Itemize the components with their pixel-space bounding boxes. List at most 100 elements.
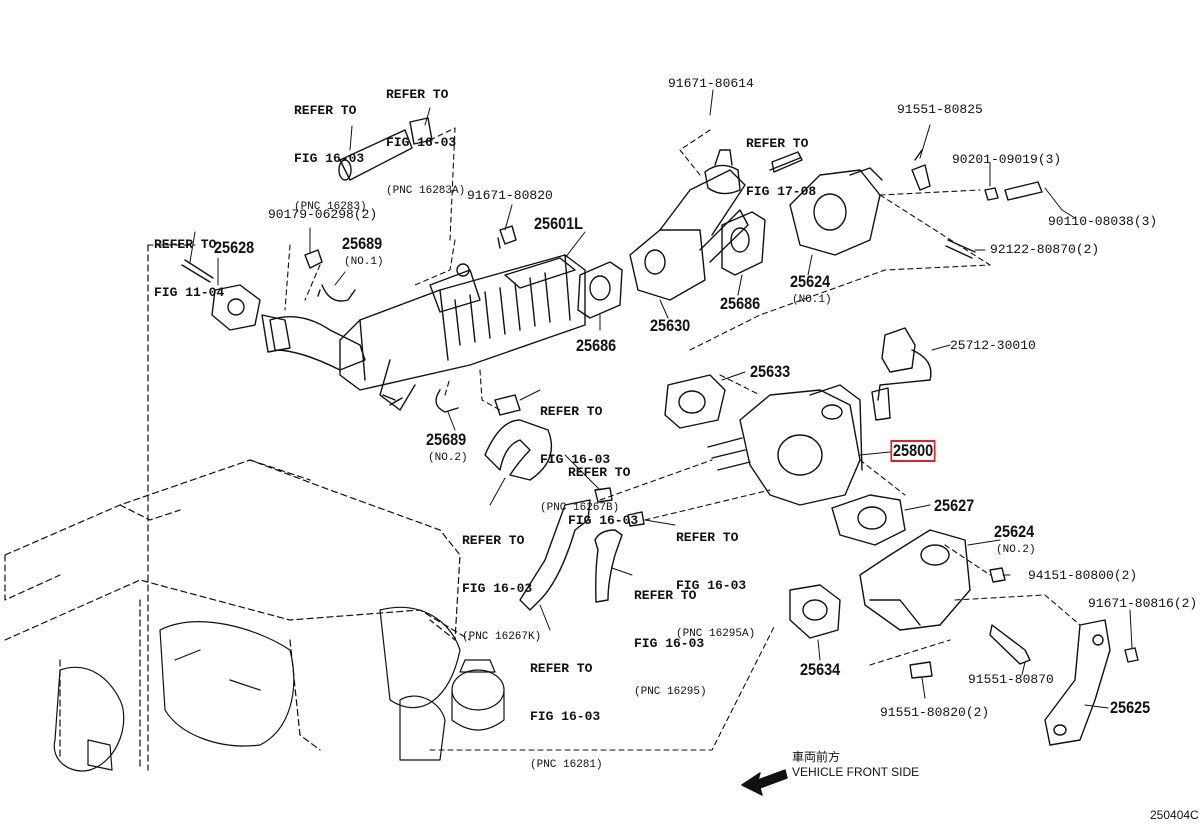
bolt-91671-80816 [1124, 647, 1139, 663]
gasket-25686-b [721, 211, 766, 276]
part-25624-no2-note: (NO.2) [996, 544, 1036, 556]
refer-fig-16-03-pnc-16295a[interactable]: REFER TO FIG 16-03 (PNC 16295A) [676, 498, 755, 658]
refer-line1: REFER TO [634, 588, 697, 603]
refer-fig-11-04[interactable]: REFER TO FIG 11-04 [154, 205, 224, 317]
bracket-25625 [1044, 619, 1111, 746]
part-25633[interactable]: 25633 [750, 362, 791, 381]
dashed-leaders [147, 127, 1081, 751]
refer-line2: FIG 17-08 [746, 184, 817, 199]
hose-17-08 [769, 151, 803, 173]
part-25624-no1[interactable]: 25624 [790, 272, 831, 291]
vehicle-front-en: VEHICLE FRONT SIDE [792, 765, 920, 779]
clamp-25689-1 [317, 284, 356, 302]
part-25625[interactable]: 25625 [1110, 698, 1151, 717]
refer-line1: REFER TO [746, 136, 809, 151]
refer-line2: FIG 16-03 [568, 513, 639, 528]
refer-line2: FIG 16-03 [540, 452, 611, 467]
part-25712-30010[interactable]: 25712-30010 [950, 338, 1036, 353]
egr-cooler [339, 254, 586, 411]
part-90179-06298[interactable]: 90179-06298(2) [268, 207, 378, 222]
refer-line2: FIG 16-03 [676, 578, 747, 593]
refer-line3: (PNC 16295) [634, 686, 707, 698]
refer-line1: REFER TO [676, 530, 739, 545]
egr-pipe-25624-no2 [859, 529, 971, 631]
part-25689-no2[interactable]: 25689 [426, 430, 467, 449]
refer-line1: REFER TO [386, 87, 449, 102]
part-25689-no2-note: (NO.2) [428, 452, 468, 464]
stud-92122 [945, 239, 976, 259]
gasket-25633 [664, 374, 726, 429]
part-25634[interactable]: 25634 [800, 660, 841, 679]
refer-line3: (PNC 16267K) [462, 631, 542, 643]
part-25686-a[interactable]: 25686 [576, 336, 617, 355]
hose-16283 [338, 117, 433, 181]
bolt-91551-80820 [909, 661, 933, 679]
refer-line2: FIG 16-03 [462, 581, 533, 596]
refer-line2: FIG 16-03 [530, 709, 601, 724]
part-25689-no1-note: (NO.1) [344, 256, 384, 268]
egr-valve-25630 [629, 149, 749, 301]
part-91671-80820[interactable]: 91671-80820 [467, 188, 553, 203]
part-25624-no2[interactable]: 25624 [994, 522, 1035, 541]
refer-line2: FIG 16-03 [294, 151, 365, 166]
front-arrow-icon [741, 769, 788, 796]
refer-fig-16-03-pnc-16283a[interactable]: REFER TO FIG 16-03 (PNC 16283A) [386, 55, 465, 215]
vehicle-front-jp: 車両前方 [792, 750, 841, 764]
refer-line3: (PNC 16281) [530, 759, 603, 771]
refer-line2: FIG 16-03 [386, 135, 457, 150]
part-25627[interactable]: 25627 [934, 496, 975, 515]
engine-block-detail [53, 606, 505, 772]
part-91551-80820[interactable]: 91551-80820(2) [880, 705, 990, 720]
refer-line2: FIG 11-04 [154, 285, 225, 300]
part-25628[interactable]: 25628 [214, 238, 255, 257]
refer-fig-17-08[interactable]: REFER TO FIG 17-08 [746, 104, 816, 216]
part-25689-no1[interactable]: 25689 [342, 234, 383, 253]
part-92122-80870[interactable]: 92122-80870(2) [990, 242, 1100, 257]
bolt-90110 [1004, 181, 1043, 201]
part-91671-80614[interactable]: 91671-80614 [668, 76, 754, 91]
gasket-25634 [789, 584, 841, 639]
bolt-91551-80825 [911, 149, 931, 191]
part-25686-b[interactable]: 25686 [720, 294, 761, 313]
gasket-25627 [831, 494, 906, 546]
bolt-91671-80820 [497, 225, 517, 249]
hoses-lower [484, 394, 645, 611]
leaders [189, 89, 1133, 709]
part-91671-80816[interactable]: 91671-80816(2) [1088, 596, 1198, 611]
refer-fig-16-03-pnc-16295[interactable]: REFER TO FIG 16-03 (PNC 16295) [634, 556, 707, 716]
refer-line2: FIG 16-03 [634, 636, 705, 651]
refer-line1: REFER TO [154, 237, 217, 252]
refer-fig-16-03-pnc-16283[interactable]: REFER TO FIG 16-03 (PNC 16283) [294, 71, 367, 231]
refer-fig-16-03-a[interactable]: REFER TO FIG 16-03 [568, 433, 638, 545]
refer-fig-16-03-pnc-16267b[interactable]: REFER TO FIG 16-03 (PNC 16267B) [540, 372, 619, 532]
refer-line1: REFER TO [462, 533, 525, 548]
stud-left [181, 259, 214, 283]
part-25624-no1-note: (NO.1) [792, 294, 832, 306]
part-25601L[interactable]: 25601L [534, 214, 584, 233]
part-90201-09019[interactable]: 90201-09019(3) [952, 152, 1062, 167]
part-91551-80825[interactable]: 91551-80825 [897, 102, 983, 117]
egr-bypass-valve-25800 [707, 384, 863, 506]
gasket-25686-a [577, 261, 623, 319]
refer-line1: REFER TO [540, 404, 603, 419]
refer-line3: (PNC 16267B) [540, 502, 620, 514]
refer-line1: REFER TO [530, 661, 593, 676]
nut-90179 [304, 249, 323, 269]
refer-fig-16-03-pnc-16281[interactable]: REFER TO FIG 16-03 (PNC 16281) [530, 629, 603, 789]
part-25800-highlighted[interactable]: 25800 [890, 440, 936, 462]
engine-block-outline [4, 244, 471, 771]
part-25630[interactable]: 25630 [650, 316, 691, 335]
refer-line3: (PNC 16283) [294, 201, 367, 213]
figure-id: 250404C [1150, 808, 1199, 822]
refer-fig-16-03-pnc-16267k[interactable]: REFER TO FIG 16-03 (PNC 16267K) [462, 501, 541, 661]
clamp-25689-2 [435, 389, 459, 413]
refer-line1: REFER TO [568, 465, 631, 480]
refer-line3: (PNC 16295A) [676, 628, 756, 640]
refer-line1: REFER TO [294, 103, 357, 118]
part-90110-08038[interactable]: 90110-08038(3) [1048, 214, 1158, 229]
part-94151-80800[interactable]: 94151-80800(2) [1028, 568, 1138, 583]
part-91551-80870[interactable]: 91551-80870 [968, 672, 1054, 687]
egr-pipe-25624-no1 [789, 167, 883, 256]
sensor-25712 [871, 327, 932, 421]
